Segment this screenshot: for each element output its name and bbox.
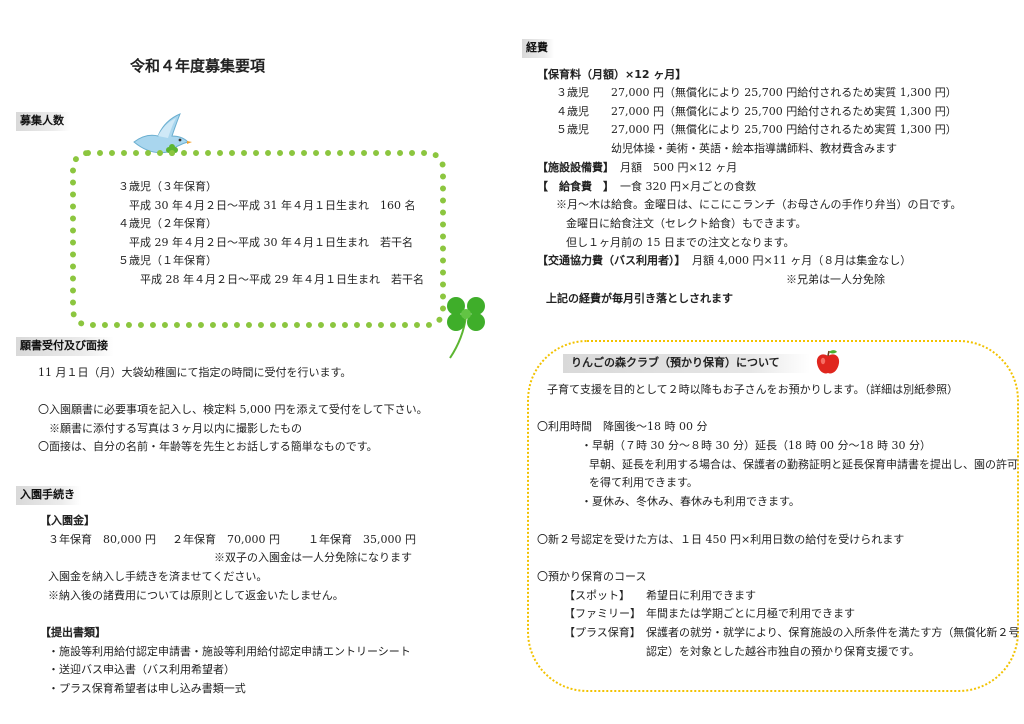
docs-item: ・プラス保育希望者は申し込み書類一式	[48, 682, 246, 695]
spot-label: 【スポット】	[564, 589, 630, 602]
ringo-nintei: 〇新２号認定を受けた方は、１日 450 円×利用日数の給付を受けられます	[537, 533, 905, 546]
shisetsu-value: 月額 500 円×12 ヶ月	[620, 161, 738, 174]
ringo-frame	[527, 340, 1019, 692]
docs-item: ・施設等利用給付認定申請書・施設等利用給付認定申請エントリーシート	[48, 645, 411, 658]
boshu-line: 平成 29 年４月２日～平成 30 年４月１日生まれ 若干名	[118, 235, 413, 249]
boshu-line: ５歳児（１年保育）	[118, 254, 217, 268]
spot-text: 希望日に利用できます	[646, 589, 756, 602]
ringo-course-heading: 〇預かり保育のコース	[537, 570, 647, 583]
hoiku-heading: 【保育料（月額）×12 ヶ月】	[537, 68, 687, 81]
kyushoku-note: 金曜日に給食注文（セレクト給食）もできます。	[566, 217, 807, 230]
hoiku-line: 幼児体操・美術・英語・絵本指導講師料、教材費含みます	[556, 141, 897, 155]
boshu-list: ３歳児（３年保育） 平成 30 年４月２日～平成 31 年４月１日生まれ 160…	[118, 180, 424, 292]
kyushoku-value: 一食 320 円×月ごとの食数	[620, 180, 757, 193]
ringo-early-note: 早朝、延長を利用する場合は、保護者の勤務証明と延長保育申請書を提出し、園の許可	[589, 458, 1018, 471]
plus-label: 【プラス保育】	[564, 626, 641, 639]
twins-note: ※双子の入園金は一人分免除になります	[214, 551, 412, 564]
clover-icon	[447, 297, 485, 359]
ringo-early-note: を得て利用できます。	[589, 476, 698, 489]
boshu-line: ４歳児（２年保育）	[118, 217, 217, 231]
hoiku-line: ３歳児 27,000 円（無償化により 25,700 円給付されるため実質 1,…	[556, 86, 957, 99]
family-text: 年間または学期ごとに月極で利用できます	[646, 607, 855, 620]
gansho-line: 〇面接は、自分の名前・年齢等を先生とお話しする簡単なものです。	[38, 440, 378, 453]
hoiku-list: ３歳児 27,000 円（無償化により 25,700 円給付されるため実質 1,…	[556, 86, 957, 160]
nyuen-note: 入園金を納入し手続きを済ませてください。	[48, 570, 268, 583]
gansho-line: 〇入園願書に必要事項を記入し、検定料 5,000 円を添えて受付をして下さい。	[38, 403, 428, 416]
boshu-frame	[70, 150, 446, 328]
gansho-heading: 願書受付及び面接	[16, 337, 114, 356]
boshu-heading: 募集人数	[16, 112, 70, 131]
boshu-line: 平成 30 年４月２日～平成 31 年４月１日生まれ 160 名	[118, 198, 416, 212]
keihi-footer: 上記の経費が毎月引き落としされます	[546, 292, 733, 305]
docs-item: ・送迎バス申込書（バス利用希望者）	[48, 663, 235, 676]
entry-fee-2: ２年保育 70,000 円	[172, 533, 280, 546]
shisetsu-label: 【施設設備費】	[537, 161, 614, 174]
family-label: 【ファミリー】	[564, 607, 641, 620]
plus-text: 保護者の就労・就学により、保育施設の入所条件を満たす方（無償化新２号	[646, 626, 1020, 639]
plus-text: 認定）を対象とした越谷市独自の預かり保育支援です。	[646, 645, 920, 658]
hoiku-line: ５歳児 27,000 円（無償化により 25,700 円給付されるため実質 1,…	[556, 123, 957, 137]
kotsu-label: 【交通協力費（バス利用者）】	[537, 254, 686, 267]
kyushoku-note: 但し１ヶ月前の 15 日までの注文となります。	[566, 236, 795, 249]
docs-heading: 【提出書類】	[40, 626, 106, 639]
ringo-early: ・早朝（７時 30 分～８時 30 分）延長（18 時 00 分～18 時 30…	[581, 439, 931, 452]
kotsu-value: 月額 4,000 円×11 ヶ月（８月は集金なし）	[692, 254, 912, 267]
nyuen-heading: 入園手続き	[16, 486, 81, 505]
ringo-holiday: ・夏休み、冬休み、春休みも利用できます。	[581, 495, 800, 508]
ringo-title: りんごの森クラブ（預かり保育）について	[563, 354, 810, 373]
ringo-time-heading: 〇利用時間 降園後～18 時 00 分	[537, 420, 708, 433]
kyushoku-label: 【 給食費 】	[537, 180, 614, 193]
hoiku-line: ４歳児 27,000 円（無償化により 25,700 円給付されるため実質 1,…	[556, 104, 957, 118]
entry-fee-heading: 【入園金】	[40, 514, 95, 527]
boshu-line: 平成 28 年４月２日～平成 29 年４月１日生まれ 若干名	[118, 272, 424, 286]
entry-fee-3: ３年保育 80,000 円	[48, 533, 156, 546]
kyushoku-note: ※月～木は給食。金曜日は、にこにこランチ（お母さんの手作り弁当）の日です。	[556, 198, 962, 211]
keihi-heading: 経費	[522, 39, 554, 58]
gansho-line: ※願書に添付する写真は３ヶ月以内に撮影したもの	[38, 422, 302, 435]
entry-fee-1: １年保育 35,000 円	[308, 533, 416, 546]
kotsu-note: ※兄弟は一人分免除	[786, 273, 885, 286]
gansho-line: 11 月１日（月）大袋幼稚園にて指定の時間に受付を行います。	[38, 366, 352, 379]
ringo-intro: 子育て支援を目的として２時以降もお子さんをお預かりします。（詳細は別紙参照）	[547, 383, 959, 396]
nyuen-note: ※納入後の諸費用については原則として返金いたしません。	[48, 589, 344, 602]
page-title: 令和４年度募集要項	[130, 57, 266, 75]
boshu-line: ３歳児（３年保育）	[118, 180, 217, 193]
apple-icon	[816, 350, 840, 374]
